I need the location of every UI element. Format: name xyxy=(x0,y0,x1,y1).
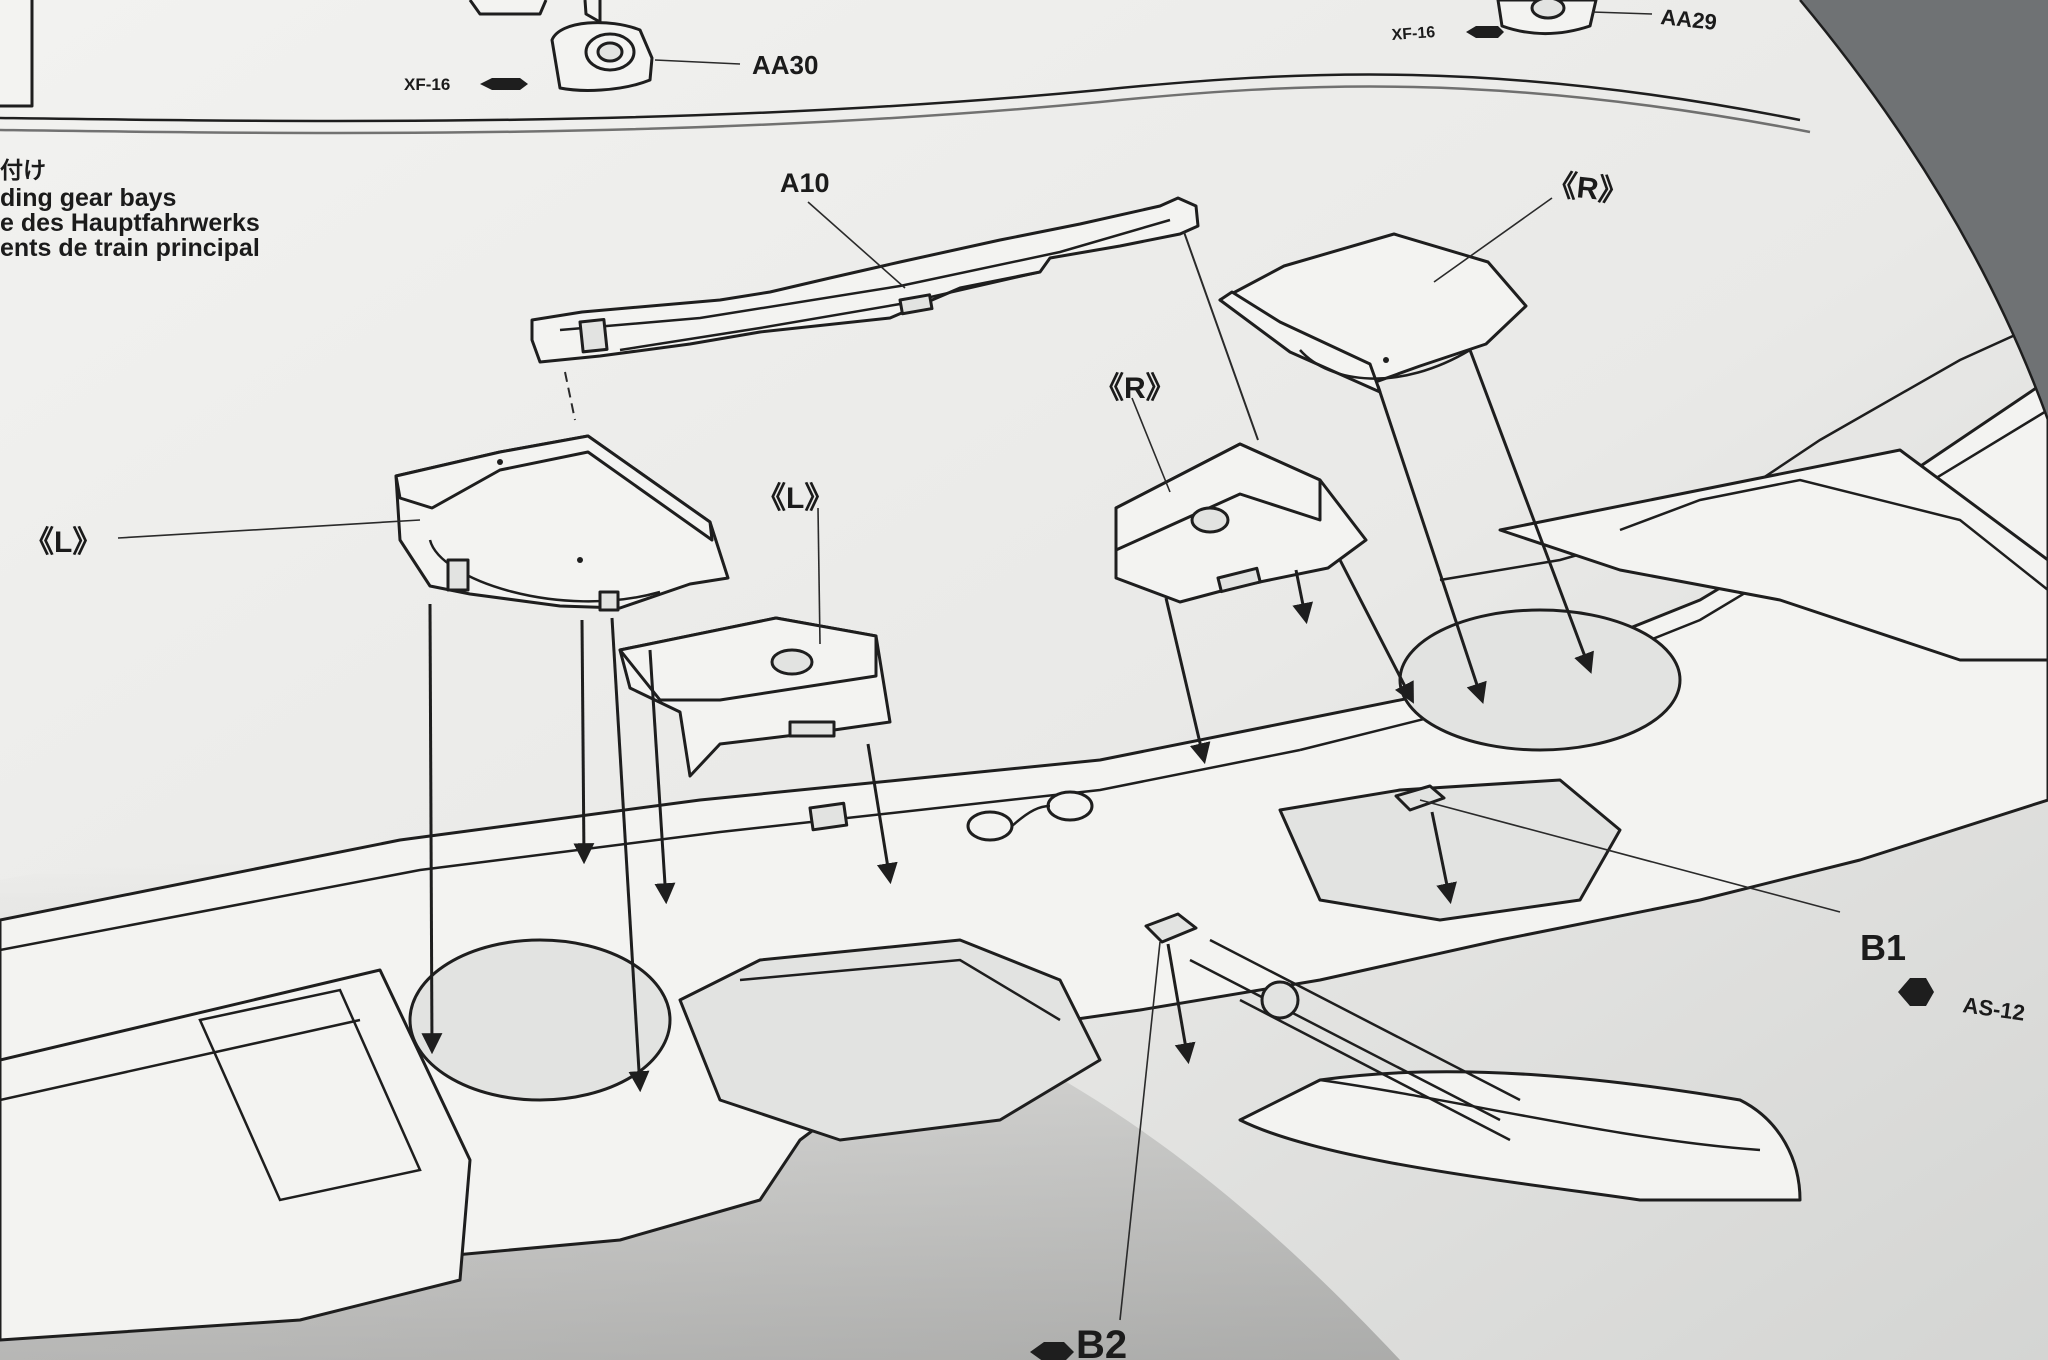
left-bay-box-drawing xyxy=(618,616,892,778)
title-french: ents de train principal xyxy=(0,234,260,262)
right-bay-box-drawing xyxy=(1114,442,1368,604)
part-b2-drawing xyxy=(1144,912,1198,944)
previous-step-box xyxy=(0,0,34,108)
part-aa30-drawing xyxy=(468,0,654,92)
paint-marker-b1 xyxy=(1898,978,1934,1006)
part-aa30-label: AA30 xyxy=(752,50,818,80)
paint-marker-right xyxy=(1466,26,1504,38)
paint-code-left: XF-16 xyxy=(404,75,450,94)
paint-marker-b2 xyxy=(1030,1342,1074,1360)
right-gear-opening xyxy=(1398,608,1682,752)
paint-code-right: XF-16 xyxy=(1391,24,1436,44)
left-gear-opening xyxy=(408,938,672,1102)
title-english: ding gear bays xyxy=(0,184,176,212)
left-bay-lid-drawing xyxy=(394,434,730,612)
header-strip: AA30 XF-16 AA29 XF-16 xyxy=(0,0,1811,135)
part-a10-label: A10 xyxy=(780,168,830,198)
part-a10-drawing xyxy=(530,196,1200,364)
part-aa29-label: AA29 xyxy=(1659,4,1718,35)
left-bay-outer-label: 《L》 xyxy=(24,526,102,559)
part-b2-label: B2 xyxy=(1076,1323,1127,1360)
part-b1-drawing xyxy=(1394,784,1446,812)
right-bay-inner-label: 《R》 xyxy=(1094,372,1176,405)
part-aa29-drawing xyxy=(1496,0,1598,35)
step-title: 付け ding gear bays e des Hauptfahrwerks e… xyxy=(0,157,260,262)
page-edge-shadow xyxy=(1800,0,2048,420)
part-b1-label: B1 xyxy=(1860,927,1906,968)
title-german: e des Hauptfahrwerks xyxy=(0,209,260,237)
assembly-arrows xyxy=(421,349,1594,1093)
fuselage-lower-half xyxy=(0,318,2048,1342)
paint-marker-left xyxy=(480,78,528,90)
title-japanese: 付け xyxy=(0,157,46,183)
left-bay-inner-label: 《L》 xyxy=(756,482,834,515)
